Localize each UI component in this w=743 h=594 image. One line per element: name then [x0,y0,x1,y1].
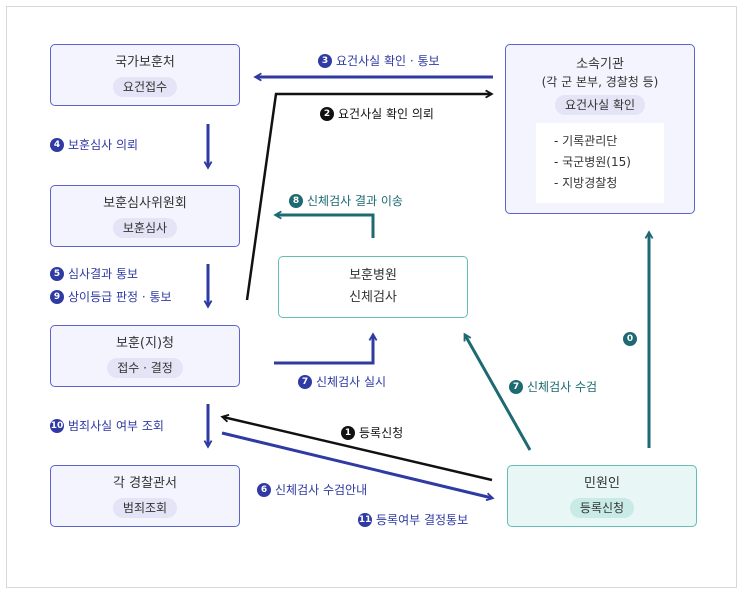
arrow-step7a [274,335,373,365]
label-step0: 0 [623,332,641,346]
label-step5: 5 심사결과 통보 [50,266,138,282]
org-list: - 기록관리단 - 국군병원(15) - 지방경찰청 [536,122,664,203]
node-title: 보훈병원 [349,268,397,283]
node-tag: 접수 · 결정 [107,357,183,378]
label-step8: 8 신체검사 결과 이송 [289,193,403,209]
step-number: 6 [257,483,271,497]
arrow-step7b [465,335,532,451]
arrow-step1 [223,417,493,482]
node-title: 소속기관 [576,56,624,72]
node-national-agency: 국가보훈처 요건접수 [50,44,240,106]
label-step1: 1 등록신청 [341,425,403,441]
label-step2: 2 요건사실 확인 의뢰 [320,106,434,122]
step-text: 요건사실 확인 의뢰 [338,107,434,121]
org-list-item: - 국군병원(15) [554,155,631,169]
step-text: 범죄사실 여부 조회 [68,419,164,433]
node-title: 보훈심사위원회 [103,195,187,211]
node-review-committee: 보훈심사위원회 보훈심사 [50,185,240,247]
step-text: 등록여부 결정통보 [376,513,469,527]
label-step7b: 7 신체검사 수검 [509,379,597,395]
node-police-station: 각 경찰관서 범죄조회 [50,465,240,527]
arrow-step6-11 [221,431,492,498]
node-tag: 범죄조회 [112,497,178,518]
label-step6: 6 신체검사 수검안내 [257,482,367,498]
org-list-item: - 기록관리단 [554,134,618,148]
arrow-step2 [245,94,491,301]
label-step11: 11 등록여부 결정통보 [358,512,468,528]
node-veterans-hospital: 보훈병원 신체검사 [278,256,468,318]
node-branch-office: 보훈(지)청 접수 · 결정 [50,325,240,387]
label-step3: 3 요건사실 확인 · 통보 [318,53,440,69]
node-tag: 등록신청 [569,497,635,518]
step-number: 2 [320,107,334,121]
label-step9: 9 상이등급 판정 · 통보 [50,289,172,305]
step-number: 9 [50,290,64,304]
node-title: 각 경찰관서 [113,475,177,491]
node-tag: 요건사실 확인 [554,94,646,115]
step-text: 요건사실 확인 · 통보 [336,54,440,68]
step-number: 1 [341,426,355,440]
node-affiliated-org: 소속기관 (각 군 본부, 경찰청 등) 요건사실 확인 - 기록관리단 - 국… [505,44,695,214]
step-number: 8 [289,194,303,208]
label-step7a: 7 신체검사 실시 [298,374,386,390]
step-number: 11 [358,513,372,527]
step-number: 7 [509,380,523,394]
node-title: 민원인 [584,475,620,491]
step-text: 상이등급 판정 · 통보 [68,290,172,304]
step-text: 신체검사 수검안내 [275,483,368,497]
node-title: 국가보훈처 [115,54,175,70]
step-text: 등록신청 [359,426,404,440]
step-text: 신체검사 수검 [527,380,598,394]
step-text: 신체검사 실시 [316,375,387,389]
step-text: 심사결과 통보 [68,267,139,281]
label-step10: 10 범죄사실 여부 조회 [50,418,164,434]
node-subtitle: (각 군 본부, 경찰청 등) [541,74,659,89]
node-title: 보훈(지)청 [116,335,174,351]
step-number: 3 [318,54,332,68]
step-number: 7 [298,375,312,389]
label-step4: 4 보훈심사 의뢰 [50,137,138,153]
org-list-item: - 지방경찰청 [554,176,618,190]
step-number: 4 [50,138,64,152]
node-tag: 신체검사 [349,290,397,305]
step-number: 0 [623,332,637,346]
node-tag: 요건접수 [112,76,178,97]
node-tag: 보훈심사 [112,217,178,238]
step-text: 신체검사 결과 이송 [307,194,403,208]
step-number: 10 [50,419,64,433]
arrow-step8 [276,215,375,238]
step-text: 보훈심사 의뢰 [68,138,139,152]
node-applicant: 민원인 등록신청 [507,465,697,527]
step-number: 5 [50,267,64,281]
